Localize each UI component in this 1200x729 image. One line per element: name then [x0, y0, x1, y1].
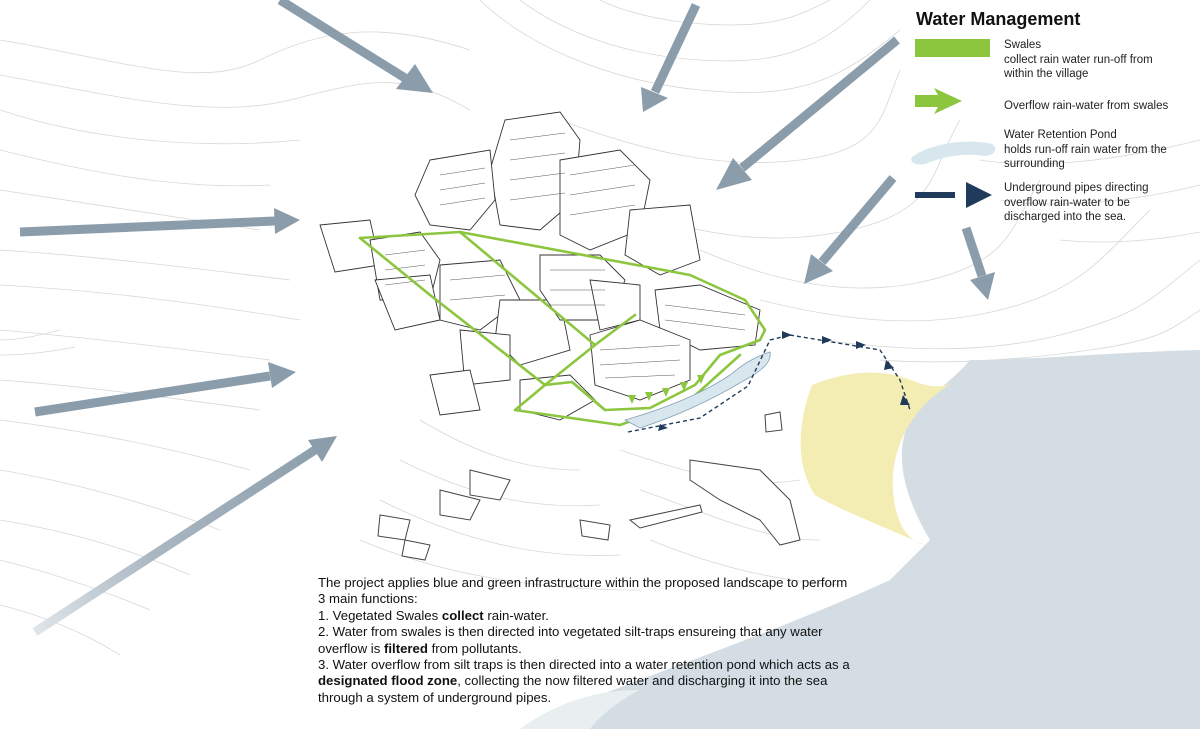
legend-pipe-arrow-icon — [966, 182, 992, 208]
swales-network — [358, 230, 767, 427]
description-point-3a: 3. Water overflow from silt traps is the… — [318, 657, 850, 673]
legend-swale-swatch — [915, 39, 990, 57]
legend-pipes-text: Underground pipes directing overflow rai… — [1004, 182, 1149, 223]
overflow-arrows — [628, 375, 705, 404]
description-point-3b: designated flood zone, collecting the no… — [318, 673, 828, 689]
description-intro: The project applies blue and green infra… — [318, 575, 848, 590]
description-intro-2: 3 main functions: — [318, 591, 418, 607]
legend-pond-swatch — [911, 141, 996, 165]
jetty — [377, 411, 801, 561]
village-buildings — [319, 111, 761, 421]
legend-pond-text: Water Retention Pond holds run-off rain … — [1004, 129, 1167, 170]
description-point-2a: 2. Water from swales is then directed in… — [318, 624, 823, 640]
description-text: The project applies blue and green infra… — [318, 575, 928, 706]
description-point-2b: overflow is filtered from pollutants. — [318, 640, 522, 656]
legend-overflow-arrow-icon — [915, 88, 962, 114]
pipe-arrowheads — [658, 331, 910, 431]
village-detail-lines — [384, 132, 746, 379]
runoff-arrows — [19, 0, 987, 636]
legend-title: Water Management — [916, 9, 1081, 29]
legend-overflow-text: Overflow rain-water from swales — [1004, 100, 1169, 112]
description-point-3c: through a system of underground pipes. — [318, 689, 552, 705]
retention-pond-map — [623, 351, 771, 429]
runoff-arrowheads — [268, 64, 995, 462]
legend-swales-text: Swales collect rain water run-off from w… — [1004, 39, 1153, 80]
underground-pipes-map — [627, 334, 911, 433]
beach — [800, 372, 955, 545]
description-point-1: 1. Vegetated Swales collect rain-water. — [318, 607, 549, 623]
sea-lower-left — [520, 690, 640, 729]
sea — [520, 350, 1200, 729]
